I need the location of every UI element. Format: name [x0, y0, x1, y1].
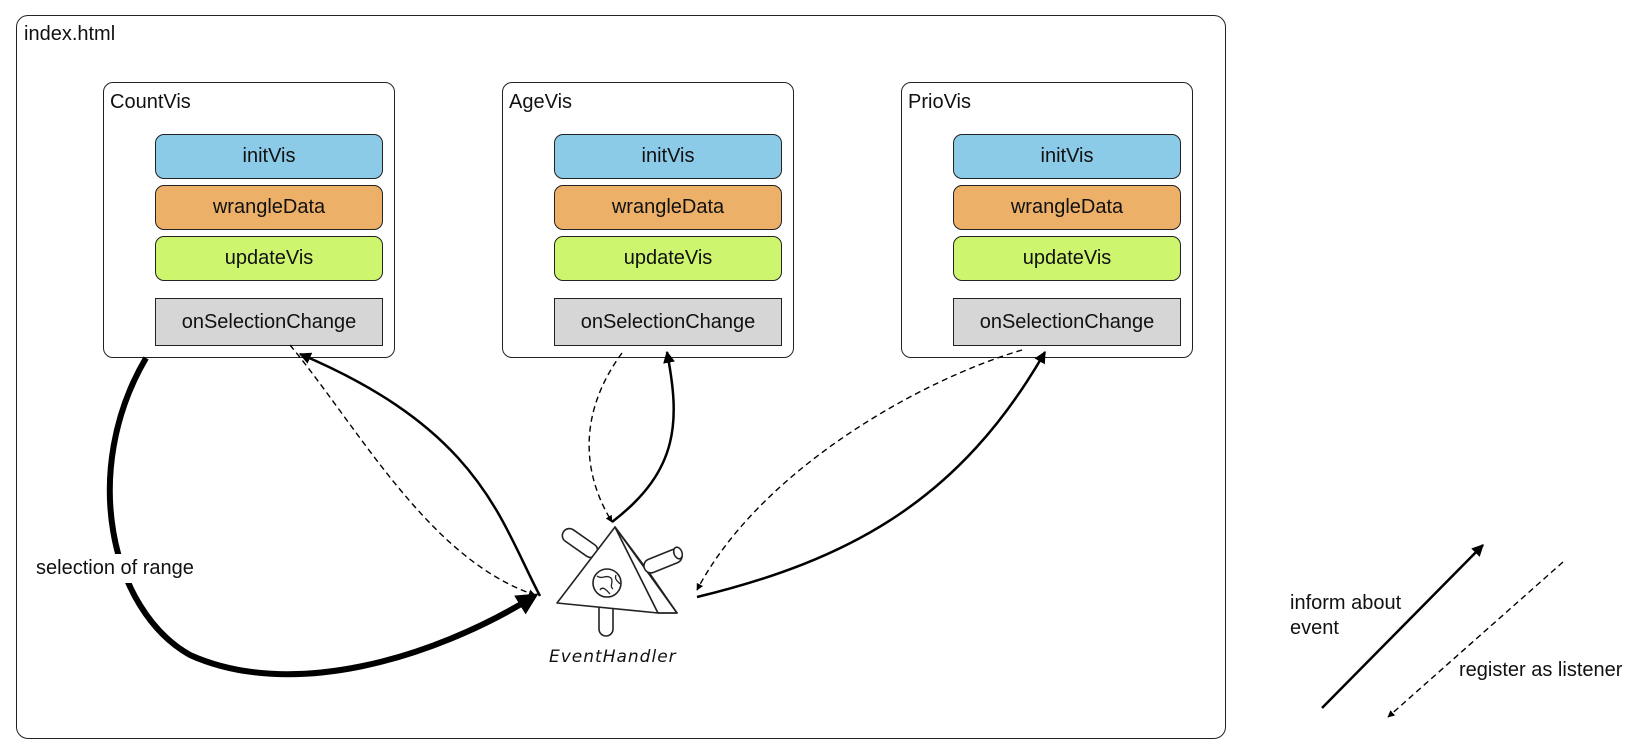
countvis-updatevis: updateVis — [155, 236, 383, 281]
countvis-onselectionchange: onSelectionChange — [155, 298, 383, 346]
agevis-updatevis: updateVis — [554, 236, 782, 281]
priovis-wrangledata: wrangleData — [953, 185, 1181, 230]
countvis-title: CountVis — [110, 91, 191, 113]
index-html-frame — [16, 15, 1226, 739]
event-handler-label: EventHandler — [549, 647, 677, 667]
countvis-inform-arrow — [298, 352, 542, 597]
agevis-register-arrow — [588, 352, 623, 523]
selection-label: selection of range — [36, 554, 194, 583]
countvis-wrangledata: wrangleData — [155, 185, 383, 230]
index-html-label: index.html — [24, 23, 116, 45]
legend-inform-arrow — [1321, 544, 1484, 709]
priovis-updatevis: updateVis — [953, 236, 1181, 281]
countvis-box: CountVis initVis wrangleData updateVis o… — [103, 82, 395, 358]
agevis-initvis: initVis — [554, 134, 782, 179]
priovis-title: PrioVis — [908, 91, 971, 113]
countvis-initvis: initVis — [155, 134, 383, 179]
event-handler-icon — [556, 526, 684, 637]
legend-register-label: register as listener — [1459, 659, 1623, 681]
priovis-inform-arrow — [696, 350, 1047, 599]
agevis-inform-arrow — [611, 350, 675, 523]
countvis-register-arrow — [289, 344, 536, 597]
priovis-box: PrioVis initVis wrangleData updateVis on… — [901, 82, 1193, 358]
agevis-title: AgeVis — [509, 91, 573, 113]
priovis-initvis: initVis — [953, 134, 1181, 179]
legend-inform-label: inform about event — [1290, 592, 1402, 639]
agevis-box: AgeVis initVis wrangleData updateVis onS… — [502, 82, 794, 358]
selection-arrow — [106, 356, 539, 678]
agevis-wrangledata: wrangleData — [554, 185, 782, 230]
priovis-onselectionchange: onSelectionChange — [953, 298, 1181, 346]
legend-register-arrow — [1387, 561, 1564, 718]
agevis-onselectionchange: onSelectionChange — [554, 298, 782, 346]
